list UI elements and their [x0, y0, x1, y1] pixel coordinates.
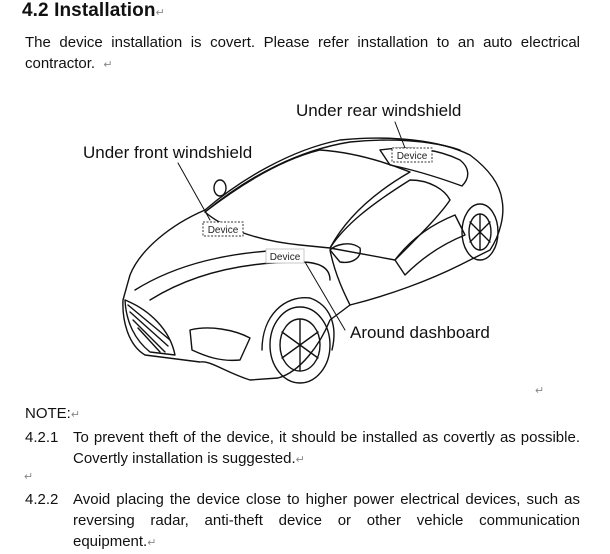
side-blade [394, 214, 466, 276]
leader-dashboard [304, 261, 346, 331]
paragraph-mark: ↵ [295, 454, 305, 466]
note-item-text: To prevent theft of the device, it shoul… [73, 429, 580, 467]
note-item-number: 4.2.2 [25, 491, 59, 508]
paragraph-mark: ↵ [155, 7, 165, 19]
paragraph-mark: ↵ [70, 409, 81, 421]
note-item: 4.2.1 To prevent theft of the device, it… [25, 427, 580, 471]
paragraph-mark: ↵ [103, 59, 113, 71]
note-item-text: Avoid placing the device close to higher… [73, 491, 580, 550]
door-line [329, 249, 351, 306]
device-tag-rear: Device [391, 147, 433, 163]
label-rear-windshield: Under rear windshield [296, 101, 461, 120]
mirror-left [213, 179, 227, 197]
front-arch [261, 297, 335, 351]
side-mirror [329, 243, 361, 264]
headlight [189, 327, 251, 362]
svg-text:Device: Device [397, 151, 428, 162]
car-installation-diagram: Device Device Device Under rear windshie… [83, 101, 504, 384]
device-tag-front: Device [202, 221, 244, 237]
note-item-number: 4.2.1 [25, 429, 59, 446]
label-front-windshield: Under front windshield [83, 143, 252, 162]
car-body-outline [122, 137, 504, 381]
side-window [329, 179, 451, 261]
note-label: NOTE:↵ [25, 405, 81, 422]
leader-front [177, 162, 211, 221]
paragraph-mark: ↵ [24, 471, 34, 483]
windshield [204, 149, 411, 249]
note-item: 4.2.2 Avoid placing the device close to … [25, 489, 580, 553]
label-around-dashboard: Around dashboard [350, 323, 490, 342]
leader-rear [394, 121, 406, 149]
paragraph-mark: ↵ [535, 385, 545, 397]
intro-paragraph: The device installation is covert. Pleas… [25, 34, 580, 72]
device-tag-dashboard: Device [265, 248, 305, 264]
paragraph-mark: ↵ [147, 537, 157, 549]
svg-text:Device: Device [270, 252, 301, 263]
svg-text:Device: Device [208, 225, 239, 236]
front-wheel [269, 306, 331, 384]
grille [124, 299, 176, 356]
rear-wheel [461, 203, 499, 261]
hood-crease [149, 261, 331, 301]
section-title: 4.2 Installation↵ [22, 0, 165, 21]
